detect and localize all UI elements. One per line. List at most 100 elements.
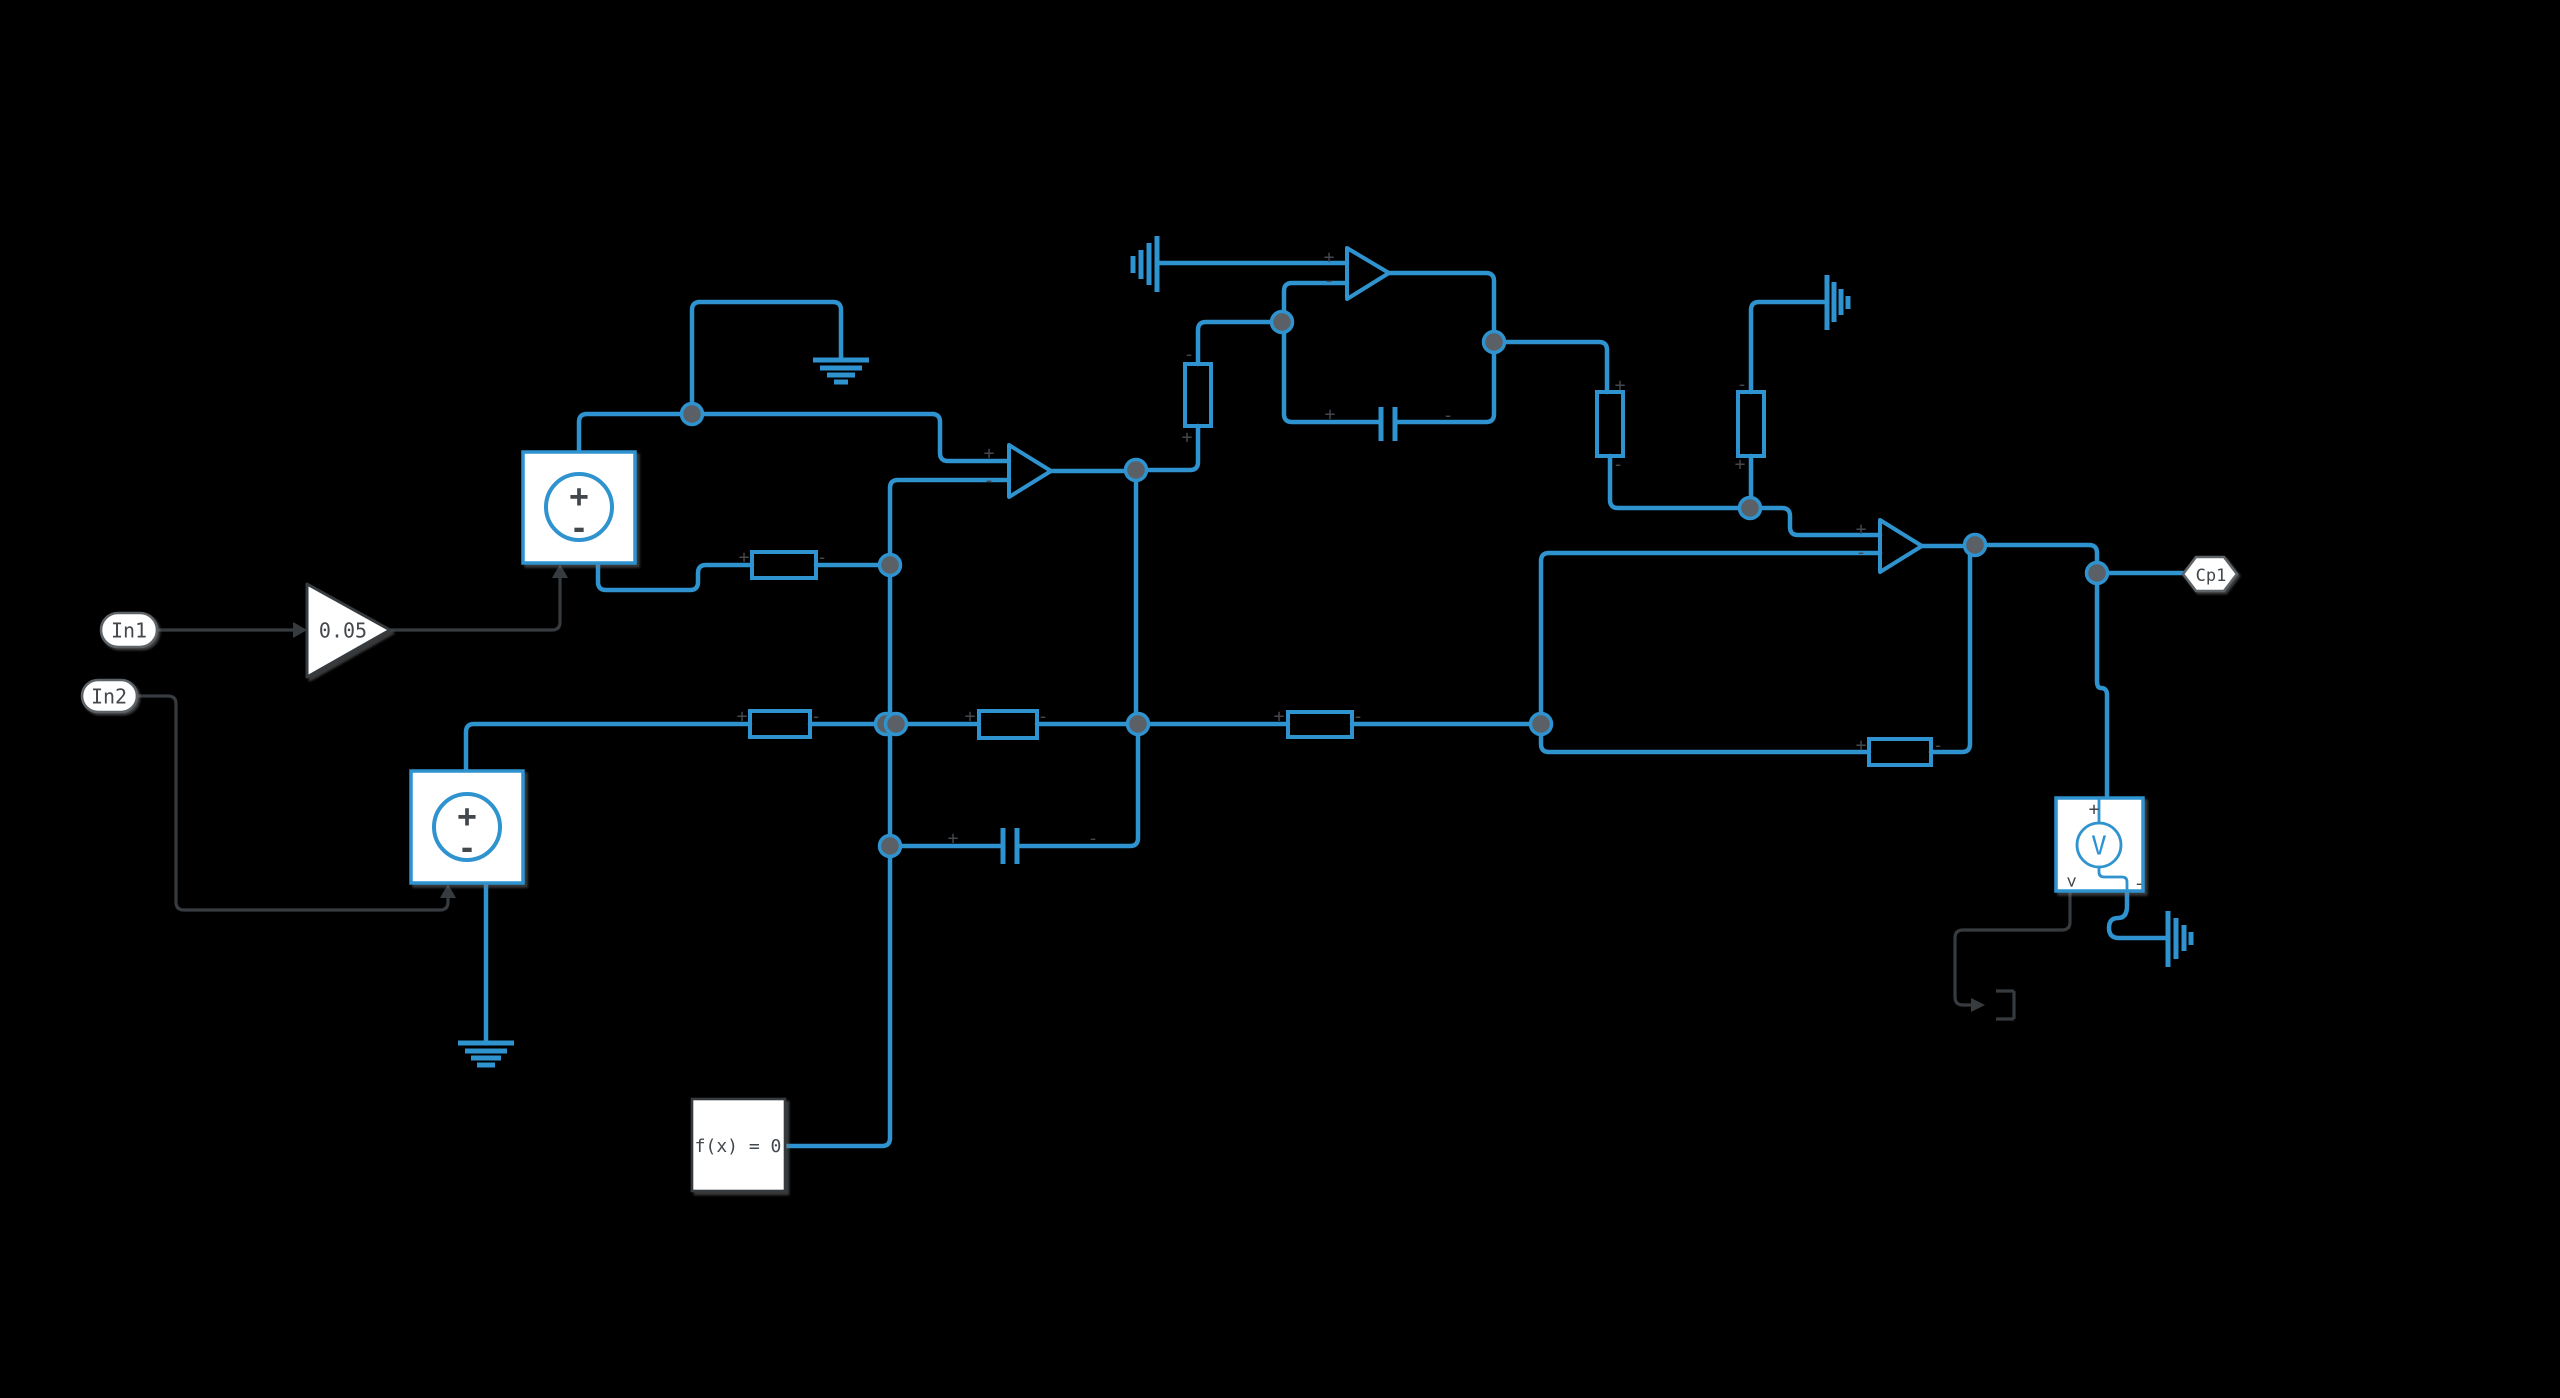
solver-label: f(x) = 0 <box>695 1136 782 1157</box>
opamp3-block[interactable] <box>1878 518 1924 574</box>
junction-node <box>2084 560 2110 586</box>
voltage-sensor-block[interactable]: V + - > <box>2054 796 2145 894</box>
gain-value-label: 0.05 <box>319 619 367 643</box>
c1-plus-label: + <box>1325 404 1336 425</box>
resistor-rv2-body[interactable] <box>1595 390 1625 458</box>
controlled-voltage-source-2[interactable]: + - <box>409 769 525 885</box>
r2-plus-label: + <box>737 706 748 727</box>
opamp3-minus-label: - <box>1856 542 1867 563</box>
junction-node <box>1528 711 1554 737</box>
resistor-rv3-body[interactable] <box>1736 390 1766 458</box>
rv2-plus-label: + <box>1615 375 1626 396</box>
ground4-reference[interactable] <box>2165 911 2194 967</box>
opamp1-plus-label: + <box>984 443 995 464</box>
ground5-reference[interactable] <box>458 1040 514 1068</box>
rv1-minus-label: - <box>1184 344 1195 365</box>
source1-minus-sign: - <box>570 512 588 547</box>
r4-plus-label: + <box>1274 706 1285 727</box>
wire-source1-bottom-to-r1[interactable] <box>595 560 755 593</box>
gain-block[interactable] <box>305 582 392 679</box>
capacitor-c2-plates[interactable] <box>1000 828 1020 864</box>
source2-minus-sign: - <box>458 832 476 867</box>
junction-node <box>1123 457 1149 483</box>
voltage-sensor-label: V <box>2091 832 2107 862</box>
r3-plus-label: + <box>965 706 976 727</box>
controlled-voltage-source-1[interactable]: + - <box>521 450 637 565</box>
wire-source2-top-to-row[interactable] <box>463 721 753 774</box>
wire-rv1-to-opamp2-node[interactable] <box>1195 319 1285 367</box>
resistor-r3-body[interactable] <box>977 709 1039 740</box>
wire-rv3-to-ground3[interactable] <box>1748 299 1830 395</box>
inport-in2[interactable] <box>80 678 139 714</box>
junction-node <box>1737 495 1763 521</box>
rv3-minus-label: - <box>1737 374 1748 395</box>
junction-node <box>1481 329 1507 355</box>
wire-capacitor2-loop[interactable] <box>887 721 1141 849</box>
outport-cp1-tag[interactable]: Cp1 <box>2181 555 2239 593</box>
wire-output-to-cp1-node[interactable] <box>1972 542 2100 576</box>
inport-in1-label: In1 <box>111 619 147 643</box>
opamp2-minus-label: - <box>1324 270 1335 291</box>
opamp2-block[interactable] <box>1345 246 1391 301</box>
source1-plus-sign: + <box>569 477 588 515</box>
polarity-markers: + - + - + - + - + - - + + - - + + - + - … <box>737 247 1944 849</box>
sensor-minus-port-label: - <box>2134 873 2145 894</box>
inport-in1[interactable] <box>99 611 159 649</box>
ground3-reference[interactable] <box>1824 275 1851 330</box>
wire-vertical-bus-left[interactable] <box>782 477 1012 1149</box>
resistor-r2-body[interactable] <box>748 709 812 739</box>
junction-node <box>883 711 909 737</box>
inport-in2-label: In2 <box>91 685 127 709</box>
wire-node-to-sensor-plus[interactable] <box>2094 570 2110 801</box>
opamp1-block[interactable] <box>1007 443 1053 499</box>
resistor-r4-body[interactable] <box>1286 710 1354 739</box>
solver-configuration-block[interactable]: f(x) = 0 <box>690 1097 787 1193</box>
wire-opamp2-out-to-rv2[interactable] <box>1491 339 1610 395</box>
signal-line-in1-to-gain[interactable] <box>157 622 307 638</box>
c2-minus-label: - <box>1088 828 1099 849</box>
junction-node <box>1962 532 1988 558</box>
junction-node <box>1269 309 1295 335</box>
c1-minus-label: - <box>1443 405 1454 426</box>
wire-node-to-opamp3-plus[interactable] <box>1747 505 1883 538</box>
ground1-reference[interactable] <box>813 357 869 385</box>
signal-line-in2-to-source2[interactable] <box>137 694 456 912</box>
source2-plus-sign: + <box>457 797 476 835</box>
junction-nodes <box>679 309 2110 859</box>
opamp2-plus-label: + <box>1324 247 1335 268</box>
opamp1-minus-label: - <box>984 470 995 491</box>
wire-opamp3-feedback-loop[interactable] <box>1538 542 1973 755</box>
resistor-rv1-body[interactable] <box>1183 362 1213 428</box>
wire-rv2-to-node[interactable] <box>1607 453 1753 511</box>
wire-node-to-rv1[interactable] <box>1133 423 1201 473</box>
resistor-r1-body[interactable] <box>750 550 818 580</box>
c2-plus-label: + <box>948 828 959 849</box>
junction-node <box>1125 711 1151 737</box>
signal-line-gain-to-source1[interactable] <box>390 564 568 632</box>
r1-minus-label: - <box>817 547 828 568</box>
resistor-rfb-body[interactable] <box>1867 737 1933 767</box>
capacitor-c1-plates[interactable] <box>1378 407 1398 441</box>
junction-node <box>877 552 903 578</box>
rfb-minus-label: - <box>1933 735 1944 756</box>
junction-node <box>679 401 705 427</box>
wire-node-to-ground1[interactable] <box>689 299 844 417</box>
opamp3-plus-label: + <box>1856 519 1867 540</box>
wire-source1-top-to-opamp1-plus[interactable] <box>576 411 1012 464</box>
rfb-plus-label: + <box>1856 735 1867 756</box>
sensor-output-port-arrow: > <box>2061 877 2082 888</box>
signal-line-sensor-output[interactable] <box>1953 891 2072 1021</box>
ground2-reference[interactable] <box>1130 236 1160 292</box>
wire-opamp2-feedback-loop[interactable] <box>1281 270 1497 425</box>
rv2-minus-label: - <box>1613 454 1624 475</box>
r3-minus-label: - <box>1038 706 1049 727</box>
outport-cp1-label: Cp1 <box>2196 566 2227 586</box>
r2-minus-label: - <box>811 706 822 727</box>
r1-plus-label: + <box>739 547 750 568</box>
junction-node <box>877 833 903 859</box>
sensor-plus-port-label: + <box>2089 799 2100 820</box>
wire-sensor-minus-to-ground4[interactable] <box>2106 888 2171 941</box>
r4-minus-label: - <box>1353 706 1364 727</box>
rv3-plus-label: + <box>1735 454 1746 475</box>
